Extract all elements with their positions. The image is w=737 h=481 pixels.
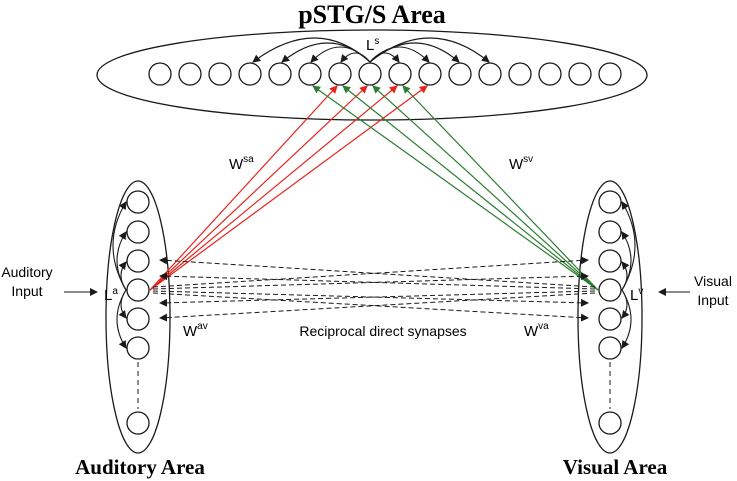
auditory-input-label-line1: Auditory (1, 264, 52, 280)
label-L-v: Lv (630, 286, 643, 304)
auditory-neuron (126, 249, 150, 273)
pstg-neuron (448, 62, 472, 86)
visual-neuron (598, 249, 622, 273)
visual-to-pstg-connections (312, 85, 599, 291)
pstg-neuron (238, 62, 262, 86)
label-W-sv: Wsv (509, 154, 533, 173)
auditory-lateral-connections (112, 201, 127, 349)
pstg-neuron (148, 62, 172, 86)
pstg-area-boundary (96, 29, 648, 121)
pstg-neuron-row (148, 62, 622, 86)
visual-neuron-active (598, 278, 622, 302)
visual-neuron (598, 411, 622, 435)
pstg-neuron (508, 62, 532, 86)
pstg-neuron (538, 62, 562, 86)
pstg-neuron (208, 62, 232, 86)
auditory-neuron (126, 411, 150, 435)
visual-neuron-column (598, 190, 622, 435)
label-W-sa: Wsa (229, 154, 254, 173)
pstg-neuron (598, 62, 622, 86)
pstg-lateral-connections (252, 37, 490, 63)
visual-input-label-line2: Input (697, 292, 728, 308)
pstg-neuron (268, 62, 292, 86)
label-W-av: Wav (183, 321, 208, 340)
pstg-neuron (388, 62, 412, 86)
visual-input-label-line1: Visual (694, 273, 732, 289)
auditory-neuron (126, 190, 150, 214)
label-W-va: Wva (524, 321, 549, 340)
auditory-neuron-active (126, 278, 150, 302)
visual-neuron (598, 307, 622, 331)
pstg-neuron (178, 62, 202, 86)
visual-area-title: Visual Area (563, 455, 668, 479)
label-L-a: La (104, 286, 118, 304)
pstg-neuron (298, 62, 322, 86)
pstg-neuron (568, 62, 592, 86)
pstg-neuron (418, 62, 442, 86)
label-L-s: Ls (366, 36, 379, 54)
auditory-neuron-column (126, 190, 150, 435)
auditory-area-title: Auditory Area (75, 455, 205, 479)
auditory-neuron (126, 220, 150, 244)
auditory-neuron (126, 307, 150, 331)
pstg-neuron (328, 62, 352, 86)
auditory-input-label-line2: Input (11, 283, 42, 299)
visual-neuron (598, 190, 622, 214)
auditory-to-pstg-connections (149, 85, 428, 291)
pstg-neuron (478, 62, 502, 86)
reciprocal-synapses-label: Reciprocal direct synapses (299, 323, 466, 339)
pstg-area-title: pSTG/S Area (298, 0, 446, 29)
visual-neuron (598, 220, 622, 244)
visual-lateral-connections (621, 201, 636, 349)
visual-neuron (598, 336, 622, 360)
pstg-neuron (358, 62, 382, 86)
reciprocal-synapses (152, 256, 596, 322)
auditory-neuron (126, 336, 150, 360)
